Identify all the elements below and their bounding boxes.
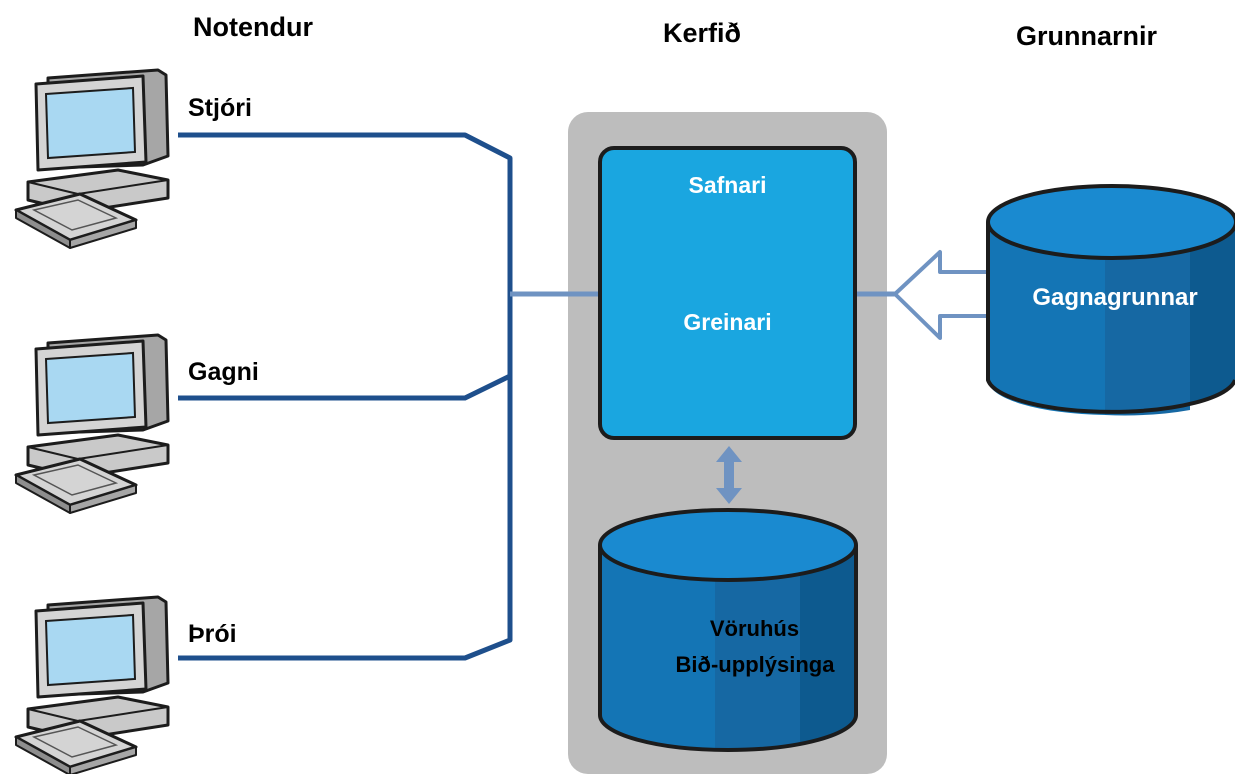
warehouse-cylinder	[598, 508, 858, 752]
hollow-arrow-icon	[893, 250, 997, 340]
processing-box	[598, 146, 857, 440]
computer-icon-throi	[14, 595, 170, 774]
warehouse-label-line1: Vöruhús	[709, 616, 800, 641]
user-label-throi: Þrói	[188, 620, 237, 648]
computer-icon-gagni	[14, 333, 170, 515]
user-label-stjori: Stjóri	[188, 94, 252, 122]
heading-users: Notendur	[193, 12, 313, 42]
source-db-label: Gagnagrunnar	[1032, 284, 1198, 311]
analyzer-label: Greinari	[683, 309, 772, 335]
warehouse-label-line2: Bið-upplýsinga	[675, 652, 835, 677]
connector-gagni	[178, 373, 512, 401]
heading-system: Kerfið	[663, 18, 742, 48]
source-db-cylinder	[986, 184, 1235, 416]
user-connectors	[178, 132, 513, 661]
double-arrow-icon	[716, 446, 742, 504]
computer-icon-stjori	[14, 68, 170, 250]
collector-label: Safnari	[688, 172, 767, 198]
connector-stjori	[178, 132, 513, 661]
user-label-gagni: Gagni	[188, 358, 259, 386]
heading-databases: Grunnarnir	[1016, 21, 1158, 51]
